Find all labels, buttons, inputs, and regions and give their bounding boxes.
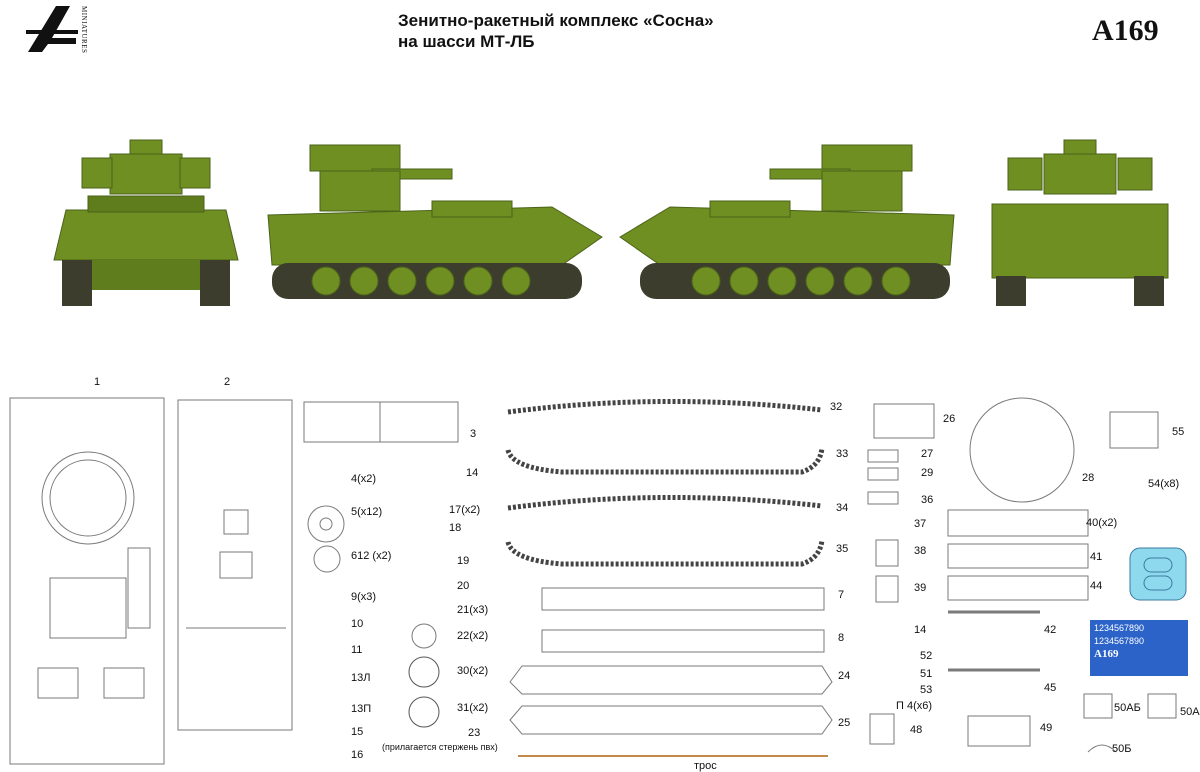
part-label-p1: 1: [94, 376, 101, 388]
logo-vertical-text: MINIATURES: [80, 6, 88, 54]
part-label-p23n: (прилагается стержень пвх): [382, 742, 498, 752]
part-label-pp4: П 4(x6): [896, 700, 933, 712]
parts-50: [1083, 693, 1177, 753]
part-label-p28: 28: [1082, 472, 1095, 484]
part-label-p19: 19: [457, 555, 470, 567]
clear-part-window: [1129, 547, 1187, 601]
title-line-2: на шасси МТ-ЛБ: [398, 32, 535, 51]
decal-digits-2: 1234567890: [1094, 636, 1145, 646]
part-label-p14a: 14: [466, 467, 479, 479]
part-label-p32: 32: [830, 401, 843, 413]
part-label-p34: 34: [836, 502, 849, 514]
vehicle-right-side-view: [619, 144, 955, 299]
decal-digits-1: 1234567890: [1094, 623, 1145, 633]
tracks-32-35: [505, 399, 825, 567]
part-label-p55: 55: [1172, 426, 1185, 438]
part-5-wheel: [307, 505, 345, 543]
part-label-p29: 29: [921, 467, 934, 479]
part-label-p36: 36: [921, 494, 934, 506]
vehicle-rear-view: [991, 139, 1169, 306]
part-label-p51: 51: [920, 668, 933, 680]
part-label-p49: 49: [1040, 722, 1053, 734]
part-label-p40: 40(x2): [1086, 517, 1118, 529]
part-label-p33: 33: [836, 448, 849, 460]
kit-code: A169: [1092, 14, 1159, 47]
part-label-p26: 26: [943, 413, 956, 425]
part-label-p13p: 13П: [351, 703, 372, 715]
part-label-p52: 52: [920, 650, 933, 662]
part-label-p13l: 13Л: [351, 672, 371, 684]
vehicle-front-view: [53, 139, 239, 306]
part-label-p44: 44: [1090, 580, 1103, 592]
part-label-p22: 22(x2): [457, 630, 489, 642]
part-label-p54: 54(x8): [1148, 478, 1180, 490]
part-label-p27: 27: [921, 448, 934, 460]
part-2-hull-bottom: [177, 399, 293, 731]
vehicle-left-side-view: [267, 144, 603, 299]
part-label-p14b: 14: [914, 624, 927, 636]
part-label-p17: 17(x2): [449, 504, 481, 516]
part-label-p39: 39: [914, 582, 927, 594]
part-label-p4: 4(x2): [351, 473, 377, 485]
logo-mark: [26, 6, 78, 52]
part-label-p35: 35: [836, 543, 849, 555]
part-label-p15: 15: [351, 726, 364, 738]
part-label-p23: 23: [468, 727, 481, 739]
part-label-p3: 3: [470, 428, 477, 440]
part-label-p42: 42: [1044, 624, 1057, 636]
part-label-p6: 612 (x2): [351, 550, 392, 562]
part-label-p20: 20: [457, 580, 470, 592]
part-label-p8: 8: [838, 632, 845, 644]
title-line-1: Зенитно-ракетный комплекс «Сосна»: [398, 11, 714, 30]
part-label-p37: 37: [914, 518, 927, 530]
tow-cable: [518, 755, 828, 757]
part-label-p21: 21(x3): [457, 604, 489, 616]
part-label-p10: 10: [351, 618, 364, 630]
part-label-p16: 16: [351, 749, 364, 761]
part-label-p50b: 50Б: [1112, 743, 1132, 755]
logo: MINIATURES: [22, 4, 98, 56]
part-6-wheel: [313, 545, 341, 573]
parts-7-8-suspension: [541, 587, 825, 653]
decal-sheet: 1234567890 1234567890 A169: [1090, 620, 1188, 676]
part-label-p11: 11: [351, 644, 363, 656]
part-label-p30: 30(x2): [457, 665, 489, 677]
part-label-p9: 9(x3): [351, 591, 377, 603]
part-1-hull-top: [9, 397, 165, 765]
part-label-p38: 38: [914, 545, 927, 557]
parts-24-25-fenders: [509, 665, 833, 735]
part-55: [1109, 411, 1159, 449]
part-22-30-31-sprockets: [408, 623, 440, 728]
part-label-p45: 45: [1044, 682, 1057, 694]
part-label-p53: 53: [920, 684, 933, 696]
page-title: Зенитно-ракетный комплекс «Сосна» на шас…: [398, 10, 714, 52]
part-3-roof: [303, 401, 459, 443]
part-label-p25: 25: [838, 717, 851, 729]
part-label-p50a: 50А: [1180, 706, 1200, 718]
part-label-p2: 2: [224, 376, 231, 388]
part-label-p24: 24: [838, 670, 851, 682]
part-label-p18: 18: [449, 522, 462, 534]
part-label-ptros: трос: [694, 760, 717, 772]
right-parts-group: [867, 397, 1089, 747]
part-label-p41: 41: [1090, 551, 1103, 563]
part-label-p50ab: 50АБ: [1114, 702, 1141, 714]
part-label-p5: 5(x12): [351, 506, 383, 518]
part-label-p7: 7: [838, 589, 845, 601]
part-label-p48: 48: [910, 724, 923, 736]
part-label-p31: 31(x2): [457, 702, 489, 714]
decal-code: A169: [1094, 648, 1119, 660]
